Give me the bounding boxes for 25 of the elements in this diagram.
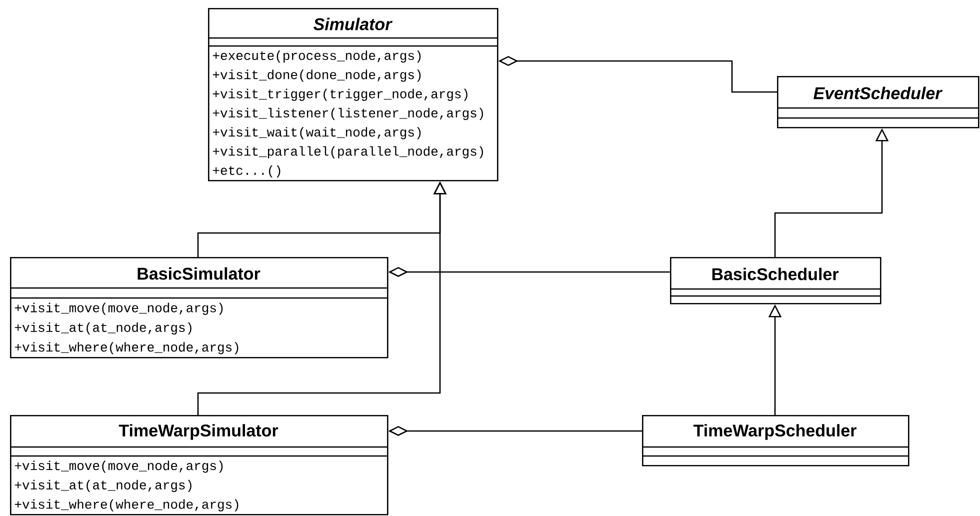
method-signature: +visit_where(where_node,args) xyxy=(14,342,238,354)
class-box xyxy=(10,257,388,358)
method-signature: +visit_listener(listener_node,args) xyxy=(212,108,484,120)
method-signature: +visit_done(done_node,args) xyxy=(212,70,421,82)
class-name: TimeWarpScheduler xyxy=(693,424,856,440)
class-box xyxy=(777,76,980,128)
method-signature: +visit_where(where_node,args) xyxy=(14,499,238,512)
class-name: TimeWarpSimulator xyxy=(118,424,278,440)
class-box xyxy=(670,257,882,304)
class-name: Simulator xyxy=(314,18,392,30)
class-name: EventScheduler xyxy=(814,86,943,100)
class-name: BasicSimulator xyxy=(138,267,260,280)
method-signature: +visit_at(at_node,args) xyxy=(14,322,192,335)
class-name: BasicScheduler xyxy=(712,268,838,280)
class-box xyxy=(642,415,910,466)
method-signature: +visit_move(move_node,args) xyxy=(14,460,223,473)
method-signature: +visit_parallel(parallel_node,args) xyxy=(212,146,484,158)
class-box xyxy=(208,8,498,182)
method-signature: +visit_trigger(trigger_node,args) xyxy=(212,88,468,101)
method-signature: +etc...() xyxy=(212,165,280,178)
method-signature: +visit_move(move_node,args) xyxy=(14,302,223,315)
method-signature: +visit_at(at_node,args) xyxy=(14,480,192,492)
class-box xyxy=(10,415,388,516)
method-signature: +visit_wait(wait_node,args) xyxy=(212,127,421,140)
method-signature: +execute(process_node,args) xyxy=(212,50,421,63)
